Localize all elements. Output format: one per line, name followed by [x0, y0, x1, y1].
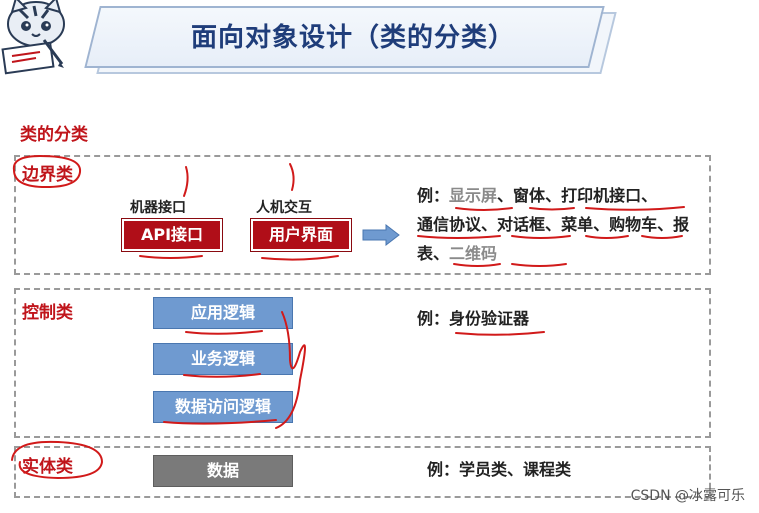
data-box: 数据: [153, 455, 293, 487]
entity-class-label: 实体类: [22, 457, 73, 477]
machine-interface-caption: 机器接口: [130, 200, 186, 216]
arrow-right-icon: [362, 224, 400, 246]
example-item-form: 窗体: [513, 186, 546, 205]
example-item-cart: 购物车: [609, 215, 658, 234]
example-item-entities: 学员类、课程类: [459, 460, 572, 479]
control-class-label: 控制类: [22, 303, 73, 323]
example-item-printer: 打印机接口: [561, 186, 642, 205]
boundary-section-box: [14, 155, 711, 275]
human-interaction-caption: 人机交互: [256, 200, 312, 216]
example-item-menu: 菜单: [561, 215, 594, 234]
entity-example: 例：学员类、课程类: [427, 455, 571, 484]
example-item-dialog: 对话框: [497, 215, 546, 234]
control-example: 例：身份验证器: [417, 304, 529, 333]
example-item-display: 显示屏: [449, 186, 498, 205]
control-section-box: [14, 288, 711, 438]
example-prefix: 例：: [427, 460, 460, 479]
example-prefix: 例：: [417, 186, 450, 205]
data-access-logic-box: 数据访问逻辑: [153, 391, 293, 423]
example-item-authenticator: 身份验证器: [449, 309, 530, 328]
page-title: 面向对象设计（类的分类）: [190, 23, 515, 53]
business-logic-box: 业务逻辑: [153, 343, 293, 375]
classification-heading: 类的分类: [20, 125, 88, 145]
application-logic-box: 应用逻辑: [153, 297, 293, 329]
boundary-examples: 例：显示屏、窗体、打印机接口、 通信协议、对话框、菜单、购物车、报表、二维码: [417, 186, 690, 263]
example-item-qrcode: 二维码: [449, 244, 498, 263]
example-prefix: 例：: [417, 309, 450, 328]
cat-mascot-icon: [1, 0, 65, 75]
example-item-report: 报表: [417, 215, 690, 263]
user-interface-box: 用户界面: [250, 218, 352, 252]
entity-section-box: [14, 446, 711, 498]
csdn-watermark: CSDN @冰露可乐: [630, 488, 745, 504]
example-item-protocol: 通信协议: [417, 215, 482, 234]
boundary-class-label: 边界类: [22, 165, 73, 185]
api-interface-box: API接口: [121, 218, 223, 252]
